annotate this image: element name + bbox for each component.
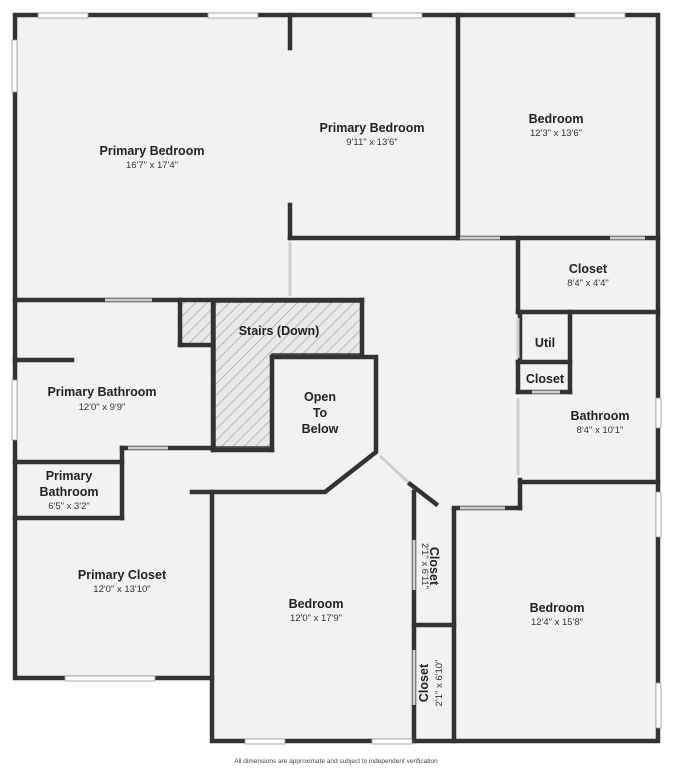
closet-small-name: Closet [526, 372, 565, 386]
primary-bedroom-main-name: Primary Bedroom [100, 144, 205, 158]
stairs-landing-hatch [180, 302, 213, 345]
bedroom-s-name: Bedroom [289, 597, 344, 611]
closet-v2-name: Closet [417, 663, 431, 702]
windows [11, 12, 662, 745]
closet-ne-dim: 8'4" x 4'4" [567, 278, 609, 289]
floor-area [15, 15, 658, 741]
door-openings [105, 236, 645, 705]
primary-bedroom-main-dim: 16'7" x 17'4" [126, 160, 178, 171]
closet-v2-dim: 2'1" x 6'10" [434, 660, 445, 707]
open-below-line1: Open [304, 390, 336, 404]
footer-note: All dimensions are approximate and subje… [234, 758, 438, 765]
primary-bathroom-small-dim: 6'5" x 3'2" [48, 501, 90, 512]
primary-closet-dim: 12'0" x 13'10" [93, 584, 150, 595]
bedroom-se-dim: 12'4" x 15'8" [531, 617, 583, 628]
bedroom-ne-name: Bedroom [529, 112, 584, 126]
bedroom-s-dim: 12'0" x 17'9" [290, 613, 342, 624]
closet-v1-dim: 2'1" x 6'11" [419, 543, 430, 589]
open-below-line2: To [313, 406, 328, 420]
bathroom-e-name: Bathroom [570, 409, 629, 423]
primary-bedroom-sitting-name: Primary Bedroom [320, 121, 425, 135]
primary-bathroom-dim: 12'0" x 9'9" [79, 402, 126, 413]
room-labels: Primary Bedroom 16'7" x 17'4" Primary Be… [39, 112, 629, 765]
closet-ne-name: Closet [569, 262, 608, 276]
util-name: Util [535, 336, 555, 350]
bedroom-ne-dim: 12'3" x 13'6" [530, 128, 582, 139]
primary-closet-name: Primary Closet [78, 568, 167, 582]
bathroom-e-dim: 8'4" x 10'1" [577, 425, 624, 436]
primary-bathroom-name: Primary Bathroom [47, 385, 156, 399]
bedroom-se-name: Bedroom [530, 601, 585, 615]
primary-bedroom-sitting-dim: 9'11" x 13'6" [346, 137, 397, 148]
closet-v1-name: Closet [427, 547, 441, 586]
stairs-name: Stairs (Down) [239, 324, 320, 338]
open-below-line3: Below [302, 422, 339, 436]
primary-bathroom-small-line2: Bathroom [39, 485, 98, 499]
primary-bathroom-small-line1: Primary [46, 469, 93, 483]
